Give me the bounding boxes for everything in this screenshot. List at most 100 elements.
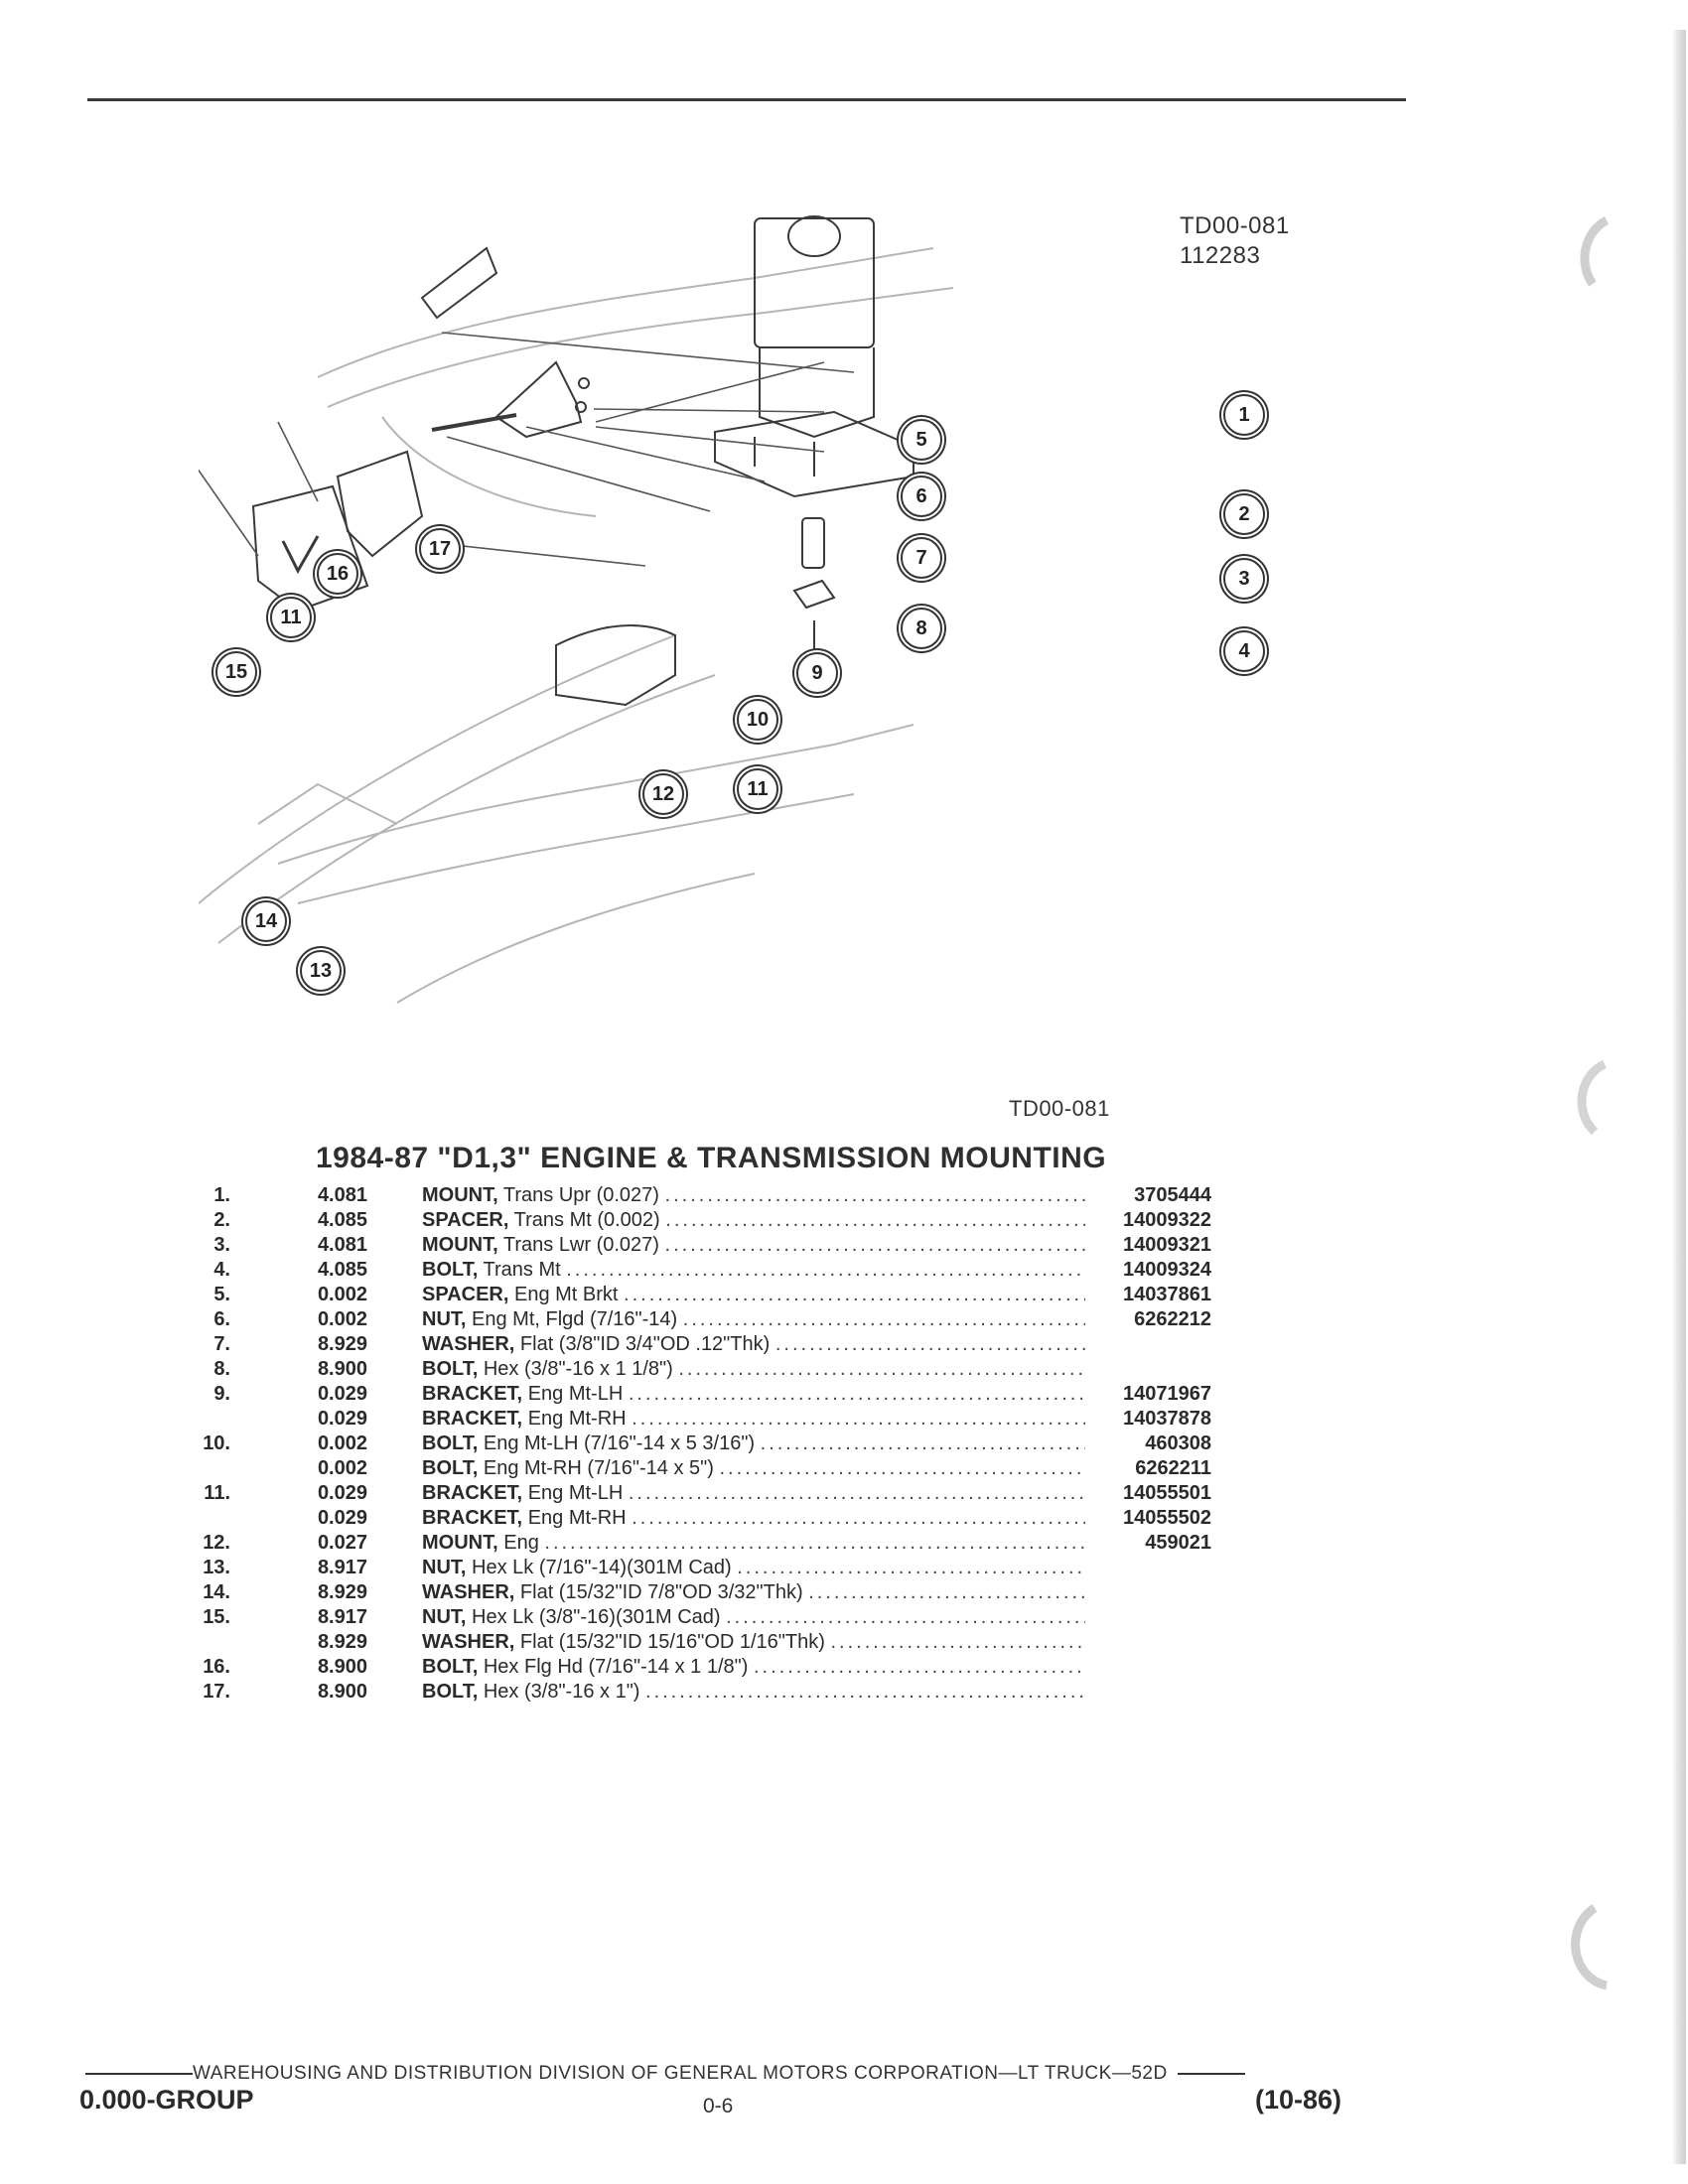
leader-dots: ........................................… (566, 1259, 1085, 1281)
part-detail: Eng Mt-LH (527, 1383, 624, 1405)
part-description: BOLT, Eng Mt-RH (7/16"-14 x 5") ........… (422, 1456, 1085, 1481)
part-name: BOLT, (422, 1457, 479, 1479)
leader-dots: ........................................… (760, 1433, 1085, 1454)
group-number: 4.085 (317, 1209, 367, 1231)
part-description: NUT, Hex Lk (3/8"-16)(301M Cad) ........… (422, 1605, 1085, 1630)
item-number: 10. (203, 1433, 230, 1454)
part-name: SPACER, (422, 1209, 509, 1231)
part-detail: Eng Mt, Flgd (7/16"-14) (472, 1308, 678, 1330)
leader-dots: ........................................… (678, 1358, 1085, 1380)
part-name: BRACKET, (422, 1408, 523, 1430)
part-name: NUT, (422, 1606, 467, 1628)
part-description: BRACKET, Eng Mt-LH .....................… (422, 1382, 1085, 1407)
part-description: MOUNT, Trans Lwr (0.027) ...............… (422, 1233, 1085, 1258)
part-name: BRACKET, (422, 1383, 523, 1405)
item-number: 11. (204, 1482, 230, 1504)
callout-14: 14 (245, 900, 287, 942)
group-number: 0.029 (317, 1482, 367, 1504)
part-detail: Hex (3/8"-16 x 1") (483, 1681, 640, 1703)
part-description: BRACKET, Eng Mt-LH .....................… (422, 1481, 1085, 1506)
item-number: 6. (213, 1308, 230, 1330)
page-edge-shadow (1672, 30, 1686, 2164)
item-number: 5. (213, 1284, 230, 1305)
callout-17: 17 (419, 528, 461, 570)
parts-row: 6. 0.002 NUT, Eng Mt, Flgd (7/16"-14) ....… (179, 1307, 1251, 1332)
group-number: 0.002 (317, 1308, 367, 1330)
part-number: 14037861 (1123, 1284, 1211, 1305)
part-description: NUT, Hex Lk (7/16"-14)(301M Cad) .......… (422, 1556, 1085, 1580)
part-name: MOUNT, (422, 1184, 498, 1206)
part-detail: Flat (3/8"ID 3/4"OD .12"Thk) (519, 1333, 771, 1355)
leader-dots: ........................................… (624, 1284, 1085, 1305)
part-description: MOUNT, Eng .............................… (422, 1531, 1085, 1556)
part-detail: Trans Mt (483, 1259, 561, 1281)
callout-15: 15 (215, 651, 257, 693)
group-number: 8.929 (317, 1581, 367, 1603)
part-number: 14037878 (1123, 1408, 1211, 1430)
item-number: 12. (203, 1532, 230, 1554)
leader-dots: ........................................… (544, 1532, 1085, 1554)
part-description: NUT, Eng Mt, Flgd (7/16"-14) ...........… (422, 1307, 1085, 1332)
part-number: 6262212 (1134, 1308, 1211, 1330)
leader-dots: ........................................… (632, 1507, 1085, 1529)
part-detail: Eng Mt-LH (527, 1482, 624, 1504)
group-number: 0.029 (317, 1507, 367, 1529)
item-number: 1. (213, 1184, 230, 1206)
part-number: 6262211 (1135, 1457, 1211, 1479)
part-detail: Flat (15/32"ID 15/16"OD 1/16"Thk) (519, 1631, 825, 1653)
part-name: BOLT, (422, 1656, 479, 1678)
part-description: BOLT, Trans Mt .........................… (422, 1258, 1085, 1283)
group-number: 0.029 (317, 1383, 367, 1405)
item-number: 2. (213, 1209, 230, 1231)
part-detail: Eng Mt-RH (527, 1408, 627, 1430)
group-number: 8.900 (317, 1656, 367, 1678)
figure-code-top: TD00-081 (1180, 212, 1290, 239)
group-number: 8.929 (317, 1333, 367, 1355)
part-description: BRACKET, Eng Mt-RH .....................… (422, 1506, 1085, 1531)
callout-5: 5 (901, 419, 942, 461)
item-number: 9. (213, 1383, 230, 1405)
item-number: 17. (203, 1681, 230, 1703)
group-number: 0.002 (317, 1457, 367, 1479)
item-number: 15. (203, 1606, 230, 1628)
callout-9: 9 (796, 652, 838, 694)
parts-row: 9. 0.029 BRACKET, Eng Mt-LH ..............… (179, 1382, 1251, 1407)
item-number: 3. (213, 1234, 230, 1256)
part-detail: Eng Mt-RH (527, 1507, 627, 1529)
part-number: 14055501 (1123, 1482, 1211, 1504)
group-number: 8.900 (317, 1681, 367, 1703)
part-name: MOUNT, (422, 1532, 498, 1554)
group-number: 0.029 (317, 1408, 367, 1430)
part-name: SPACER, (422, 1284, 509, 1305)
part-number: 460308 (1145, 1433, 1211, 1454)
part-detail: Eng Mt-RH (7/16"-14 x 5") (483, 1457, 714, 1479)
callout-8: 8 (901, 608, 942, 649)
leader-dots: ........................................… (645, 1681, 1085, 1703)
leader-dots: ........................................… (774, 1333, 1085, 1355)
part-detail: Trans Mt (0.002) (513, 1209, 660, 1231)
part-description: BOLT, Hex (3/8"-16 x 1 1/8") ...........… (422, 1357, 1085, 1382)
callout-13: 13 (300, 950, 342, 992)
callout-12: 12 (642, 773, 684, 815)
group-number: 0.002 (317, 1433, 367, 1454)
leader-dots: ........................................… (628, 1482, 1085, 1504)
leader-dots: ........................................… (664, 1184, 1085, 1206)
part-name: WASHER, (422, 1333, 515, 1355)
part-detail: Hex Lk (3/8"-16)(301M Cad) (472, 1606, 721, 1628)
callout-16: 16 (317, 553, 358, 595)
part-detail: Flat (15/32"ID 7/8"OD 3/32"Thk) (519, 1581, 803, 1603)
item-number: 13. (203, 1557, 230, 1578)
leader-dots: ........................................… (682, 1308, 1085, 1330)
callout-6: 6 (901, 476, 942, 517)
